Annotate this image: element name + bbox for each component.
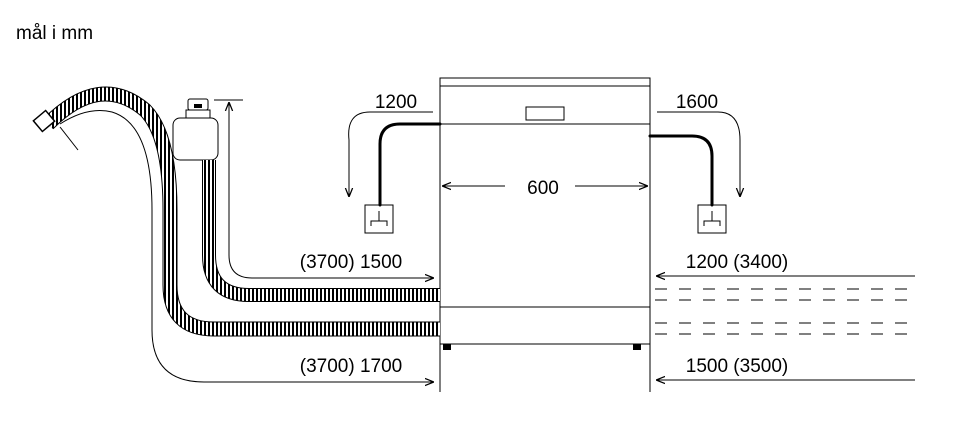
inlet-left-arrow	[228, 104, 434, 278]
drain-right-dimension: 1500 (3500)	[686, 356, 788, 377]
width-dimension: 600	[527, 178, 559, 199]
power-cable-left	[378, 122, 442, 207]
socket-right-icon	[697, 204, 727, 234]
drain-left-dimension: (3700) 1700	[300, 356, 402, 377]
cable-left-dimension: 1200	[375, 92, 417, 113]
inlet-left-dimension: (3700) 1500	[300, 252, 402, 273]
dishwasher-front	[439, 77, 651, 350]
foot-right	[633, 344, 641, 350]
inlet-right-dimension: 1200 (3400)	[686, 252, 788, 273]
inlet-hose	[172, 98, 440, 302]
power-cable-right	[648, 134, 714, 207]
aquastop-valve	[172, 117, 219, 161]
socket-left-icon	[364, 204, 394, 234]
control-display	[525, 106, 565, 121]
unit-label: mål i mm	[16, 23, 93, 44]
cable-right-arrow	[657, 111, 740, 197]
drain-hose-end	[32, 109, 56, 133]
drain-left-arrow	[59, 110, 434, 383]
foot-left	[443, 344, 451, 350]
cable-left-arrow	[349, 111, 433, 197]
drain-hose	[32, 86, 440, 337]
cable-right-dimension: 1600	[676, 92, 718, 113]
